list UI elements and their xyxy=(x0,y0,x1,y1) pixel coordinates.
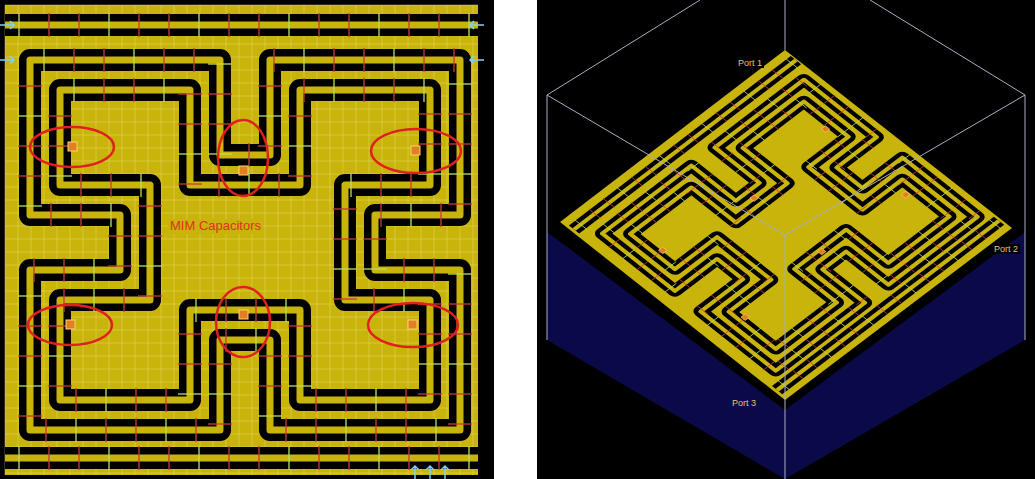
mesh-line xyxy=(5,369,478,370)
box-edge xyxy=(785,0,786,50)
port-label: Port 2 xyxy=(992,244,1020,254)
mesh-grid xyxy=(5,5,478,475)
port-arrow xyxy=(0,21,14,29)
mesh-line xyxy=(5,200,478,201)
mesh-line xyxy=(18,5,19,475)
panel-frame xyxy=(0,0,494,479)
box-edge xyxy=(785,235,786,479)
box-edge xyxy=(870,0,1025,95)
cpw-traces xyxy=(5,13,478,470)
mesh-line xyxy=(5,122,478,123)
port-label: Port 1 xyxy=(736,58,764,68)
mesh-line xyxy=(44,5,45,475)
port-arrow xyxy=(0,56,14,64)
box-edge xyxy=(785,95,1025,235)
box-edge xyxy=(1025,95,1026,340)
box-edge xyxy=(547,95,785,235)
cpw-traces-3d xyxy=(568,56,1004,395)
mesh-line xyxy=(5,135,478,136)
air-box xyxy=(547,0,1025,479)
port-arrow xyxy=(441,466,449,479)
callout-ellipse xyxy=(28,305,112,345)
mesh-line xyxy=(5,5,478,6)
annotation-label: MIM Capacitors xyxy=(168,219,263,234)
mesh-line xyxy=(5,473,478,474)
callout-ellipse xyxy=(371,129,461,173)
port-arrows xyxy=(0,21,484,479)
capacitor-callouts xyxy=(28,120,461,357)
mesh-line xyxy=(5,109,478,110)
mesh-line xyxy=(239,5,240,475)
ground-plane xyxy=(5,5,478,475)
mesh-line xyxy=(5,5,6,475)
box-edge xyxy=(547,0,700,95)
substrate-top xyxy=(560,50,1012,400)
callout-ellipse xyxy=(368,303,458,347)
mesh-line xyxy=(5,239,478,240)
callout-ellipse xyxy=(218,120,268,196)
box-edge xyxy=(547,95,548,340)
panel-background xyxy=(537,0,1035,479)
callout-ellipse xyxy=(30,127,114,167)
port-arrow xyxy=(426,466,434,479)
port-label: Port 3 xyxy=(730,398,758,408)
mesh-line xyxy=(473,5,474,475)
mesh-line xyxy=(5,382,478,383)
callout-ellipse xyxy=(216,287,270,357)
mesh-line xyxy=(5,252,478,253)
mesh-line xyxy=(447,5,448,475)
port-arrow xyxy=(470,56,484,64)
mesh-line xyxy=(252,5,253,475)
port-arrow xyxy=(411,466,419,479)
mesh-line xyxy=(5,44,478,45)
port-arrow xyxy=(470,21,484,29)
